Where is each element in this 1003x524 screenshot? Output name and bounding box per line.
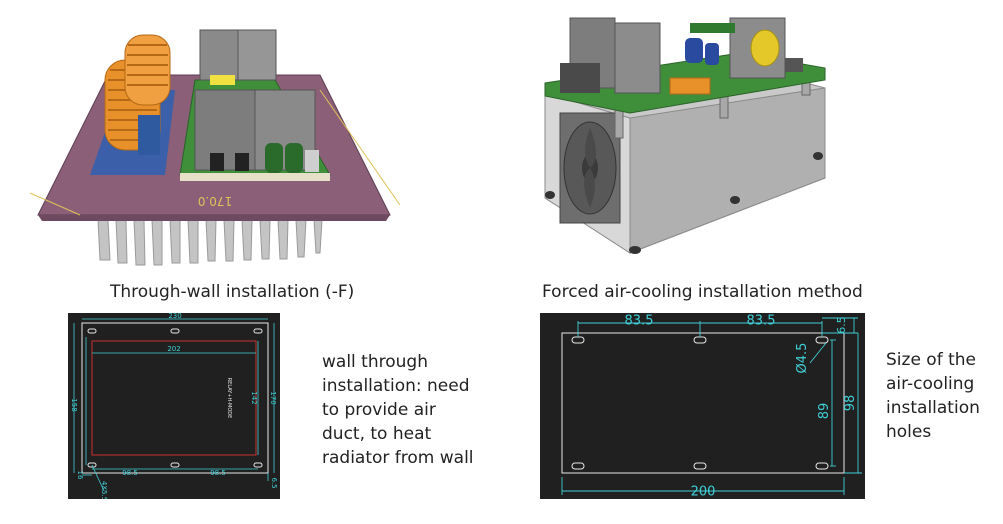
heatsink-coil — [104, 34, 171, 155]
render-dimension-label: 170.0 — [198, 194, 232, 208]
forced-air-render — [540, 8, 840, 270]
through-wall-render-graphic: 170.0 — [29, 29, 401, 266]
forced-air-drawing-graphic: 83.5 83.5 6.5 Ø4.5 89 98 200 — [561, 314, 862, 500]
through-wall-note: wall through installation: need to provi… — [322, 352, 474, 468]
heatsink-fins — [97, 219, 323, 266]
dim-hole-spacing-left: 98.5 — [122, 469, 138, 477]
dim-overall-height: 98 — [843, 395, 858, 412]
dim-hole-diameter: Ø4.5 — [795, 343, 810, 374]
through-wall-render: 170.0 — [20, 25, 420, 270]
through-wall-drawing: 230 202 98.5 98.5 158 170 142 6.5 16 4X5… — [68, 312, 280, 501]
dim-top-offset: 6.5 — [835, 316, 848, 334]
dim-hole-spacing-right: 98.5 — [210, 469, 226, 477]
dim-hole-spacing-1: 83.5 — [625, 314, 654, 329]
through-wall-caption: Through-wall installation (-F) — [110, 282, 355, 302]
dim-overall-height: 170 — [269, 391, 277, 404]
dim-overall-width: 200 — [691, 485, 716, 500]
dim-left-offset: 16 — [76, 471, 84, 480]
cooling-fan — [559, 112, 621, 224]
drawing-inner-text: RELAY+H-MODE — [226, 378, 232, 419]
forced-air-render-graphic — [544, 17, 826, 254]
dim-hole-size: 4X5.5 — [100, 481, 108, 499]
dim-left-height: 158 — [70, 398, 78, 411]
through-wall-drawing-graphic: 230 202 98.5 98.5 158 170 142 6.5 16 4X5… — [70, 312, 278, 501]
dim-inner-width: 202 — [167, 345, 180, 353]
dim-hole-vertical-spacing: 89 — [817, 403, 832, 420]
dim-overall-width: 230 — [168, 313, 181, 320]
dim-hole-spacing-2: 83.5 — [747, 314, 776, 329]
forced-air-note: Size of the air-cooling installation hol… — [886, 350, 980, 442]
forced-air-drawing: 83.5 83.5 6.5 Ø4.5 89 98 200 — [540, 313, 865, 500]
forced-air-caption: Forced air-cooling installation method — [542, 282, 863, 302]
dim-bottom-offset: 6.5 — [270, 477, 278, 488]
dim-inner-height: 142 — [250, 391, 258, 404]
